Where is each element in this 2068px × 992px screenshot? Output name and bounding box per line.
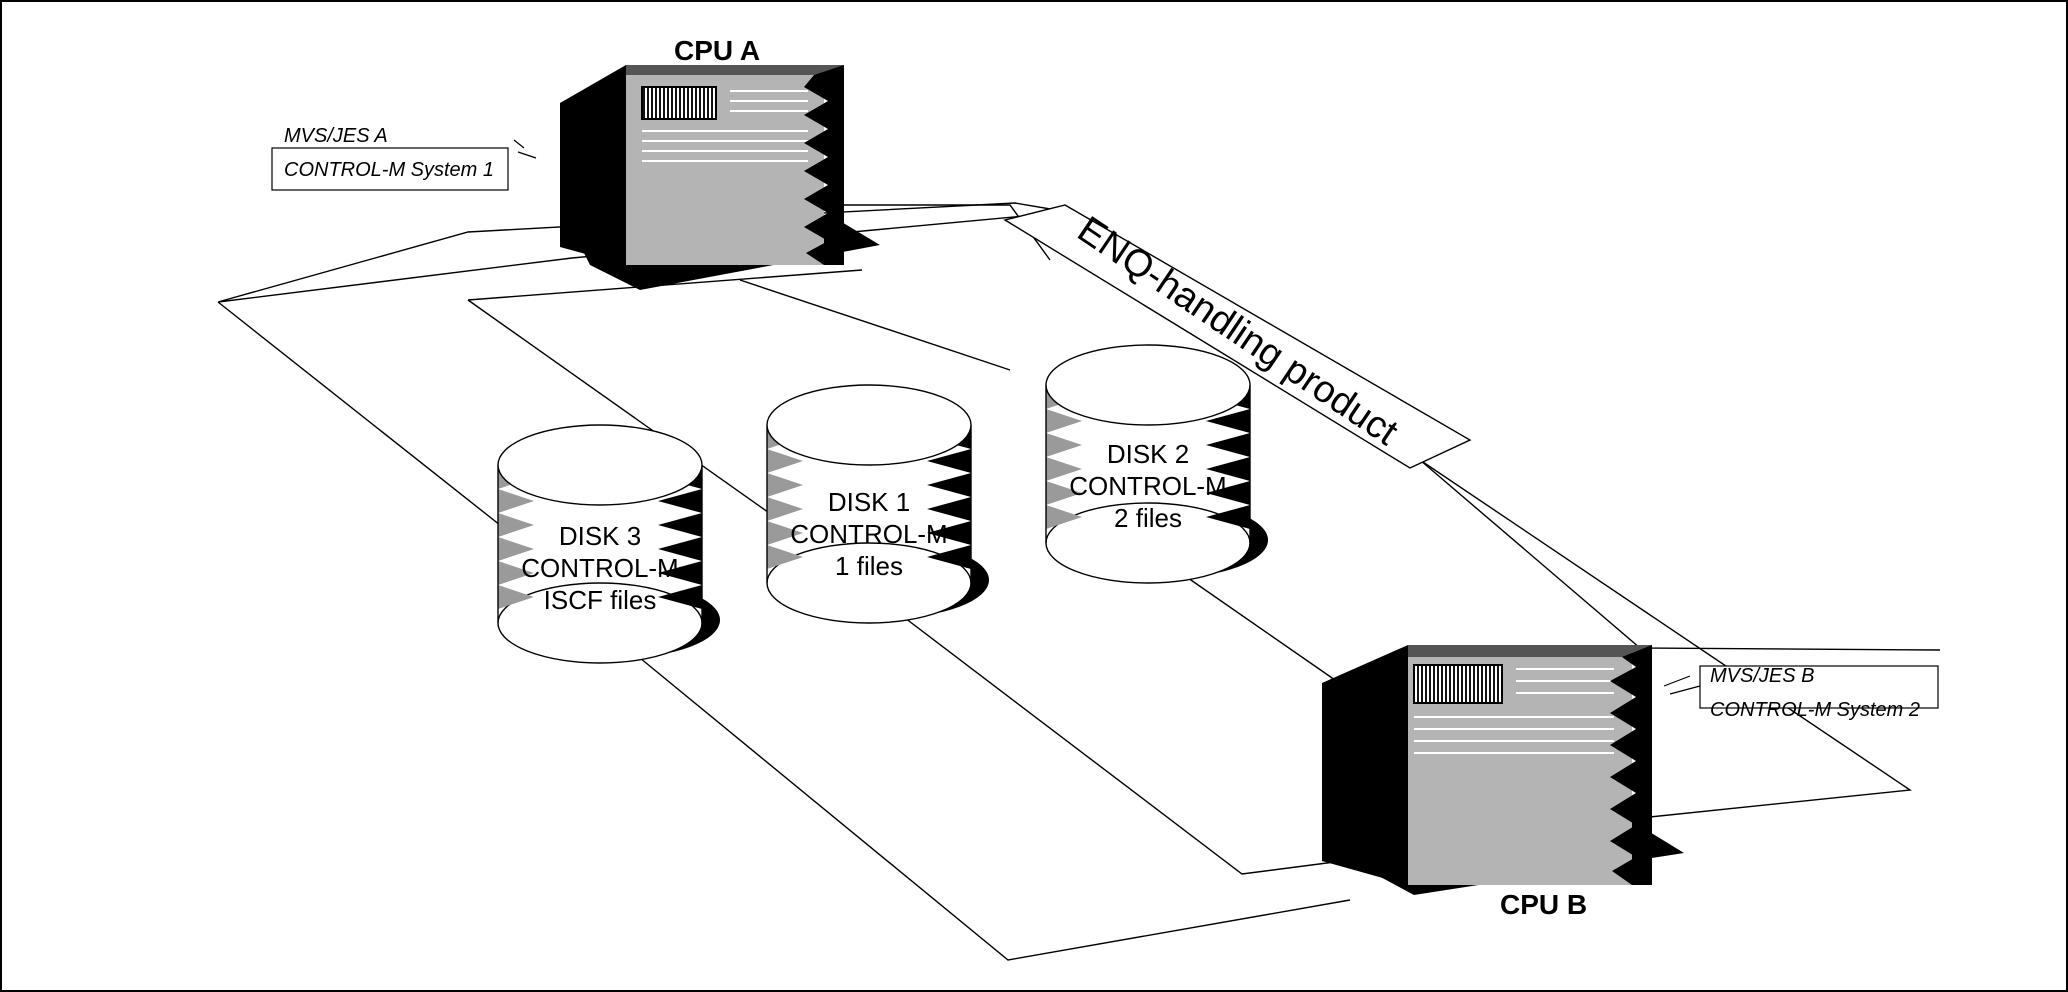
disk-2: DISK 2 CONTROL-M 2 files: [1045, 344, 1268, 584]
disk-3-line1: DISK 3: [559, 521, 641, 551]
cpu-a-label-line1: MVS/JES A: [284, 125, 388, 147]
connection-a-disk2: [739, 204, 1051, 371]
disk-1-right-ridges: [927, 425, 971, 583]
connection-disk3-b: [639, 657, 1351, 961]
disk-2-line1: DISK 2: [1107, 439, 1189, 469]
disk-3-top: [497, 424, 703, 506]
cpu-b-display: [1413, 664, 1503, 704]
cpu-a-right-edge: [804, 65, 844, 265]
cpu-b-title: CPU B: [1500, 889, 1587, 920]
connection-disk1-b: [904, 617, 1351, 875]
cpu-b-right-edge: [1610, 645, 1652, 885]
cpu-b-label: MVS/JES B CONTROL-M System 2: [1663, 665, 1939, 721]
disk-3-line2: CONTROL-M: [521, 553, 678, 583]
disk-1-line3: 1 files: [835, 551, 903, 581]
disk-3-line3: ISCF files: [544, 585, 657, 615]
disk-3-right-ridges: [658, 465, 702, 623]
disk-1-line2: CONTROL-M: [790, 519, 947, 549]
disk-1-left-ridges: [767, 425, 803, 569]
cpu-b: [1322, 645, 1684, 895]
disk-2-line3: 2 files: [1114, 503, 1182, 533]
cpu-b-top: [1408, 645, 1652, 657]
cpu-b-label-line2: CONTROL-M System 2: [1710, 699, 1920, 721]
disk-1: DISK 1 CONTROL-M 1 files: [766, 384, 989, 624]
cpu-a-title: CPU A: [674, 35, 760, 66]
disk-3: DISK 3 CONTROL-M ISCF files: [497, 424, 720, 664]
cpu-a-vents: [642, 90, 808, 162]
cpu-a-top: [626, 65, 844, 75]
disk-2-right-ridges: [1206, 385, 1250, 543]
disk-2-line2: CONTROL-M: [1069, 471, 1226, 501]
disk-2-left-ridges: [1046, 385, 1082, 529]
cpu-a-label: MVS/JES A CONTROL-M System 1: [271, 125, 537, 191]
cpu-a: [560, 65, 880, 290]
cpu-b-vents: [1414, 668, 1614, 754]
cpu-b-left-panel: [1322, 645, 1408, 885]
disk-1-top: [766, 384, 972, 466]
cpu-b-label-line1: MVS/JES B: [1710, 665, 1814, 687]
cpu-a-display: [641, 86, 717, 120]
cpu-a-left-panel: [560, 65, 626, 265]
disk-1-line1: DISK 1: [828, 487, 910, 517]
disk-2-top: [1045, 344, 1251, 426]
disk-3-left-ridges: [498, 465, 534, 609]
cpu-a-label-line2: CONTROL-M System 1: [284, 159, 494, 181]
